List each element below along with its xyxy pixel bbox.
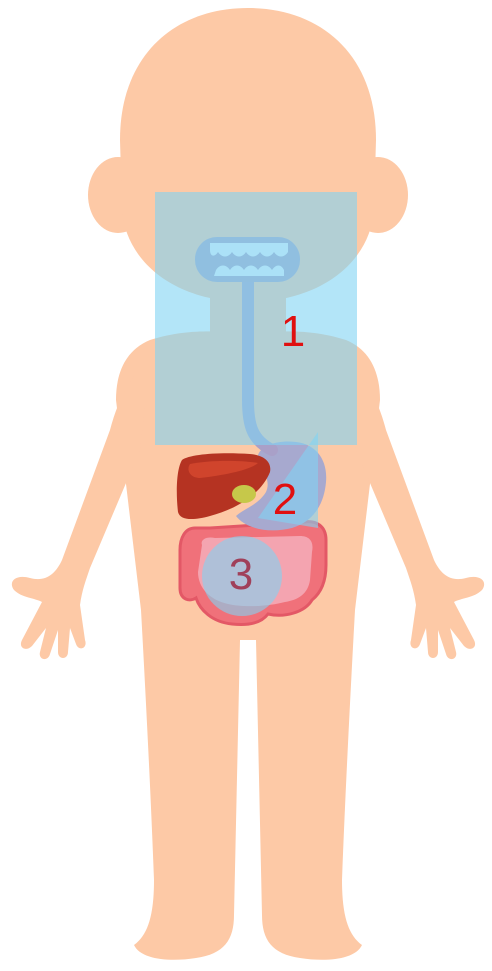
gallbladder [232,485,256,503]
zone-1-label: 1 [281,307,305,356]
zone-1-overlay [155,192,357,445]
zone-2-label: 2 [273,475,297,524]
zone-3-label: 3 [229,550,253,599]
